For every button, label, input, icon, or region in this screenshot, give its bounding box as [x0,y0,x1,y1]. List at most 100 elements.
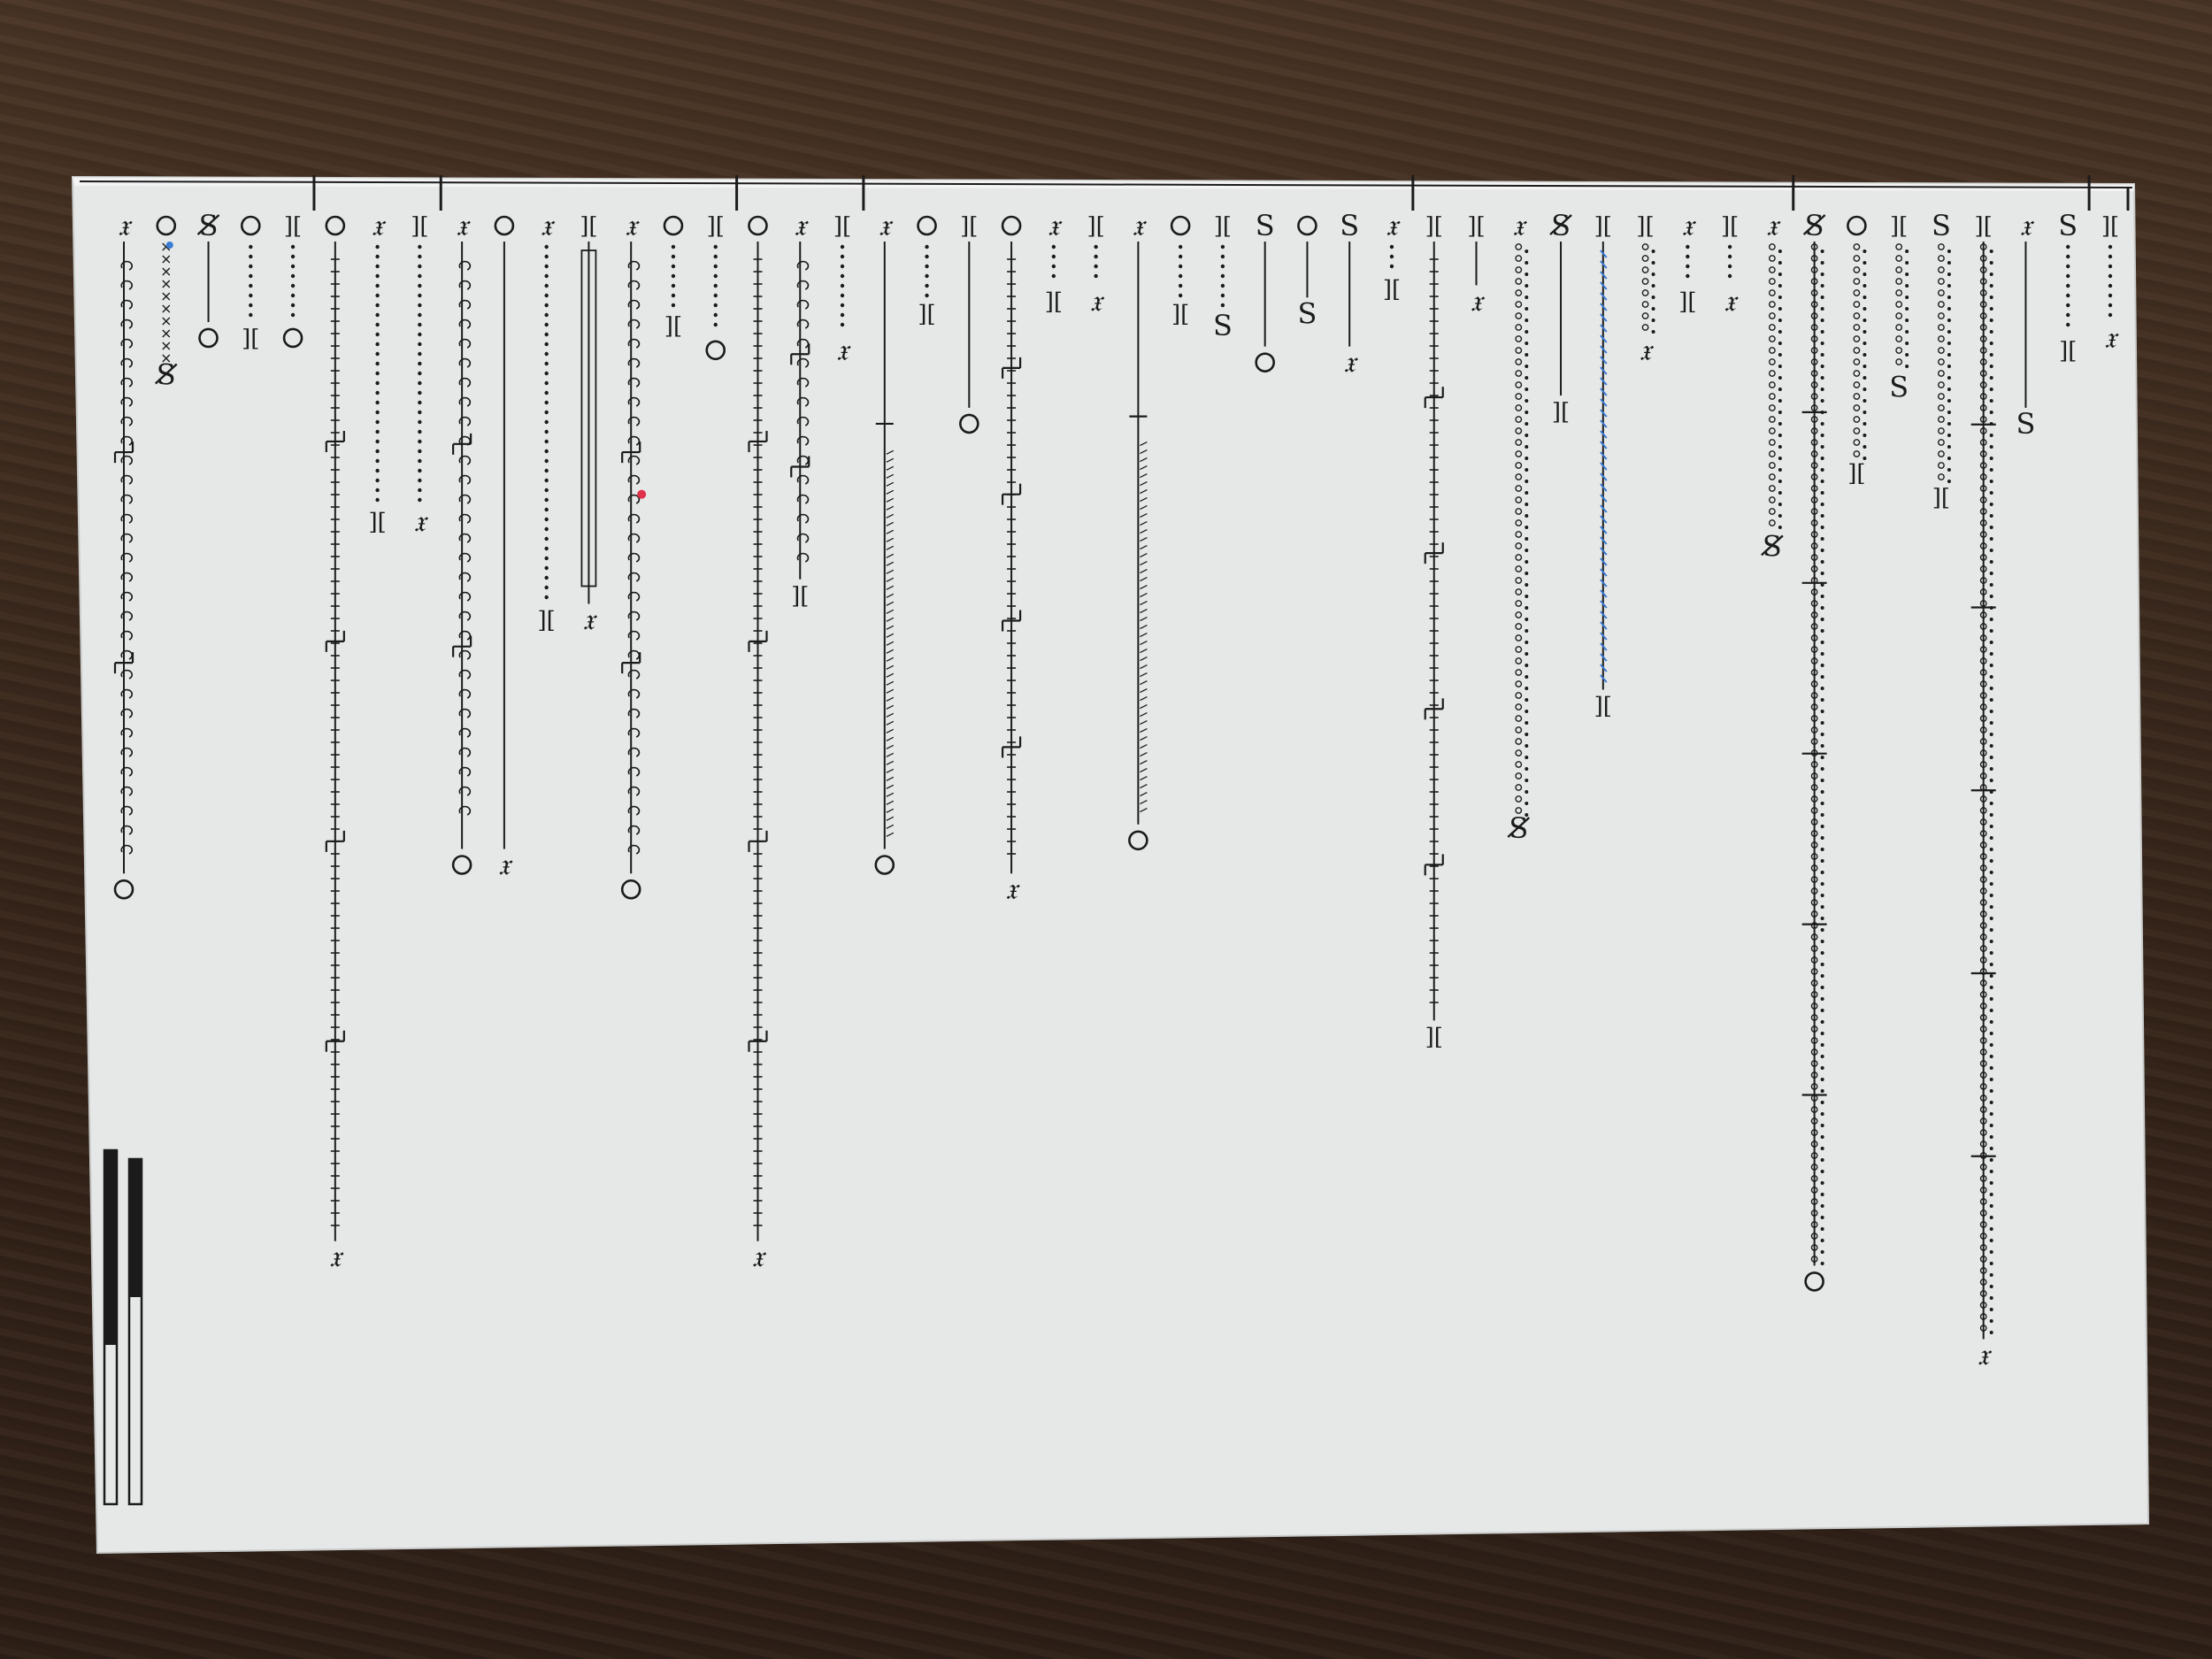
column-40-dot [1820,813,1824,817]
column-12-loop [627,357,641,368]
column-43-dot [1947,457,1951,460]
column-19-end-glyph: ][ [918,301,935,327]
column-33-dot [1525,572,1529,575]
column-33-dot [1525,779,1529,782]
column-35-blue-hatch [1600,292,1608,301]
column-44-dot [1989,1285,1993,1288]
column-35-blue-hatch [1600,366,1608,375]
column-33-ring [1515,324,1523,331]
column-40-ring [1810,485,1818,492]
column-40-ring [1810,1048,1818,1056]
column-40-ring [1810,255,1818,262]
column-47-dot [2108,303,2113,308]
column-44-dot [1989,1193,1993,1196]
column-42-ring [1895,358,1903,365]
column-35-blue-hatch [1600,419,1608,428]
column-47-dot [2108,293,2113,298]
column-44-ring [1979,1279,1987,1286]
column-38-start-glyph: ][ [1721,213,1739,240]
column-7-dot [418,458,422,464]
column-44-dot [1989,721,1993,725]
column-46-end-glyph: ][ [2059,338,2077,365]
column-33-ring [1515,692,1523,699]
column-16-loop [796,416,810,426]
column-39-ring [1768,358,1776,365]
column-44-dot [1989,1262,1993,1265]
column-44-dot [1989,1101,1993,1104]
column-37-dot [1686,273,1690,279]
column-40-ring [1810,1256,1818,1263]
column-3-end-glyph: ][ [242,326,259,352]
column-44-ring [1979,1244,1987,1251]
column-42-ring [1895,335,1903,342]
column-20-end-glyph [959,413,979,434]
column-24-hatch [1140,560,1148,566]
column-7-dot [418,244,422,250]
column-40-ring [1810,1175,1818,1182]
column-41-dot [1863,250,1867,253]
column-40-dot [1820,1043,1824,1047]
column-40-ring [1810,1164,1818,1171]
column-12-loop [627,649,641,660]
column-40-ring [1810,853,1818,860]
column-22-dot [1051,273,1056,279]
column-36-ring [1641,255,1649,262]
column-24-hatch [1140,656,1148,662]
column-7-dot [418,371,422,376]
column-44-dot [1989,1078,1993,1081]
column-42-dot [1905,319,1909,322]
column-44-dot [1989,963,1993,966]
column-42-ring [1895,324,1903,331]
column-12-start-glyph: 𝔵 [625,208,640,243]
column-11-box [580,250,597,588]
column-35-blue-hatch [1600,664,1608,672]
column-44-ring [1979,749,1987,757]
column-44-dot [1989,1308,1993,1311]
column-0-loop [120,416,134,426]
column-40-ring [1810,393,1818,400]
column-44-ring [1979,1210,1987,1217]
column-6-dot [375,322,380,327]
column-39-ring [1768,485,1776,492]
column-6-dot [375,497,380,503]
column-44-dot [1989,1147,1993,1150]
column-44-ring [1979,922,1987,929]
column-44-dot [1989,986,1993,989]
column-7-start-glyph: ][ [411,213,428,240]
column-34-end-glyph: ][ [1552,399,1570,426]
column-3-dot [249,293,253,298]
column-44-dot [1989,629,1993,633]
column-39-dot [1778,457,1782,460]
column-41-ring [1853,416,1861,423]
column-7-dot [418,254,422,259]
column-43-ring [1938,462,1945,469]
column-40-dot [1820,1158,1824,1162]
column-43-dot [1947,353,1951,357]
column-44-ring [1979,531,1987,538]
column-44-dot [1989,445,1993,449]
column-44-dot [1989,894,1993,897]
column-46-dot [2066,273,2070,279]
column-44-ring [1979,864,1987,872]
column-44-dot [1989,905,1993,909]
column-44-ring [1979,347,1987,354]
column-15-end-glyph: 𝔵 [752,1240,767,1275]
column-44-ring [1979,404,1987,411]
column-39-ring [1768,243,1776,250]
column-8-loop [458,727,472,738]
column-40-dot [1820,1250,1824,1254]
column-44-ring [1979,1290,1987,1297]
column-31-bracket-mark [1424,542,1444,565]
column-40-dot [1820,606,1824,610]
column-27-start-glyph: S [1256,209,1275,242]
column-43-ring [1938,289,1945,296]
column-44-dot [1989,399,1993,403]
column-33-dot [1525,710,1529,713]
column-40-dot [1820,687,1824,690]
column-42-ring [1895,289,1903,296]
column-10-dot [544,585,549,590]
column-32-start-glyph: ][ [1467,213,1485,240]
column-36-ring [1641,278,1649,285]
column-40-ring [1810,646,1818,653]
column-24-hatch [1140,711,1148,718]
